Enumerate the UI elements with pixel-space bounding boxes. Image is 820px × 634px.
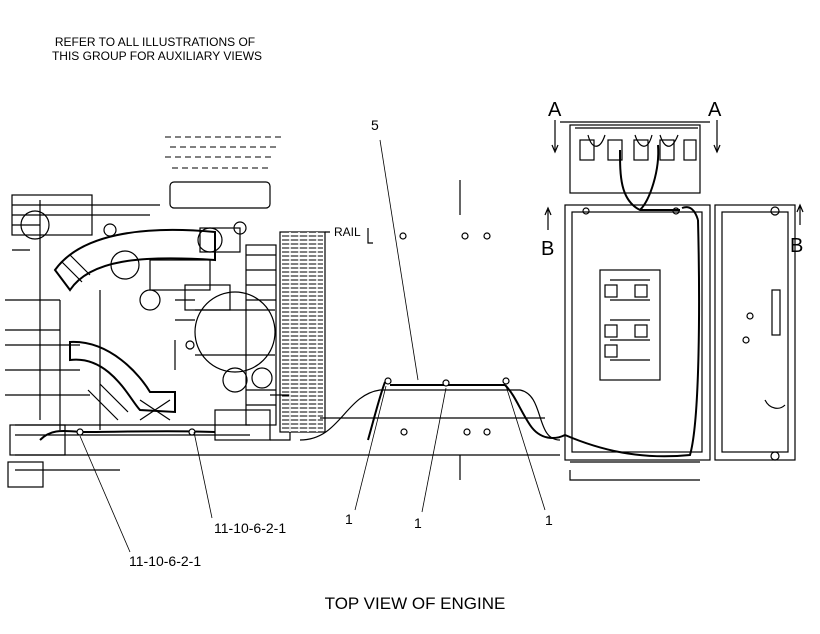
section-a-right: A: [708, 99, 722, 121]
note-line-2: THIS GROUP FOR AUXILIARY VIEWS: [52, 49, 262, 63]
callout-item-1-mid: 1: [414, 515, 422, 531]
callout-ref-upper: 11-10-6-2-1: [214, 520, 286, 536]
rail-bracket: [325, 228, 373, 244]
callout-ref-lower: 11-10-6-2-1: [129, 553, 201, 569]
section-b-left: B: [541, 238, 554, 260]
wiring-harness: [39, 144, 701, 458]
section-a-left: A: [548, 99, 562, 121]
rail-label: RAIL: [334, 225, 361, 239]
side-panel: [714, 204, 796, 461]
note-line-1: REFER TO ALL ILLUSTRATIONS OF: [55, 35, 255, 49]
diagram-caption: TOP VIEW OF ENGINE: [325, 594, 506, 613]
control-panel-box: [560, 121, 711, 481]
callout-item-5: 5: [371, 117, 379, 133]
section-b-right: B: [790, 235, 803, 257]
rail-markers: [399, 180, 491, 480]
engine-block: [5, 136, 300, 488]
frame-rail: [299, 389, 561, 456]
radiator-core: [245, 231, 326, 433]
leader-lines: [79, 139, 546, 553]
callout-item-1-left: 1: [345, 511, 353, 527]
callout-item-1-right: 1: [545, 512, 553, 528]
section-markers: [544, 120, 804, 230]
